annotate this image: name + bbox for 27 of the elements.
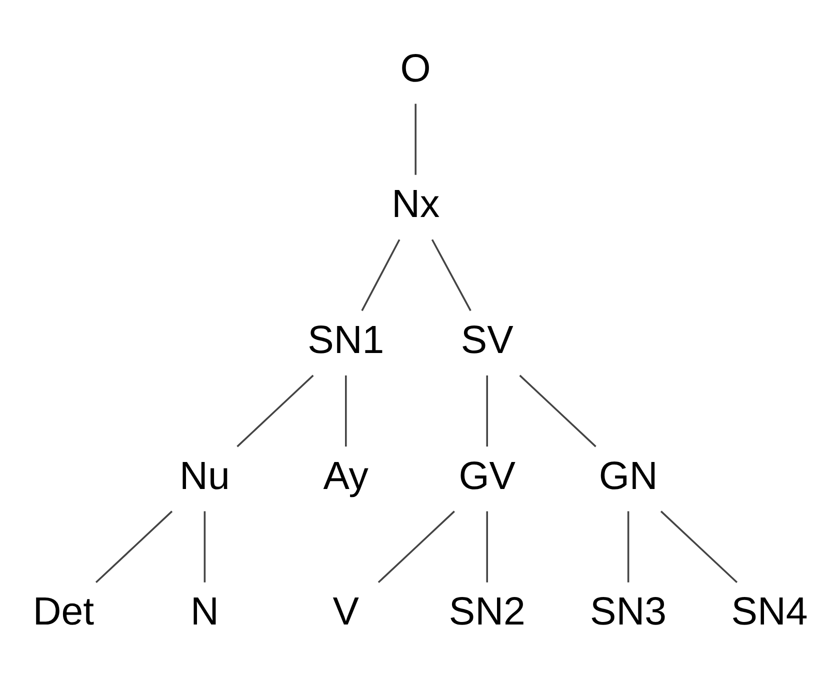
connector [627,510,630,582]
node-text: N [190,589,219,634]
connector [414,103,416,174]
node-text: GV [458,453,516,498]
connector [345,374,347,446]
connector [519,374,596,447]
connector [95,510,173,583]
node-text: SN4 [731,589,808,634]
node-text: SN3 [590,589,667,634]
node-text: Ay [323,453,368,498]
node-text: SV [460,318,514,362]
node-text: O [400,46,431,90]
connector [378,510,455,583]
node-text: Nx [392,182,440,226]
node-text: Det [32,589,94,634]
node-text: GN [598,453,658,498]
connector [660,510,738,583]
node-text: V [332,589,360,634]
node-text: Nu [180,453,230,498]
node-text: SN2 [448,589,526,634]
connector [431,238,472,311]
connector [204,510,206,582]
node-text: SN1 [308,318,384,362]
connector [361,238,400,311]
connector [486,374,488,446]
connector [236,374,314,447]
connector [486,510,488,582]
